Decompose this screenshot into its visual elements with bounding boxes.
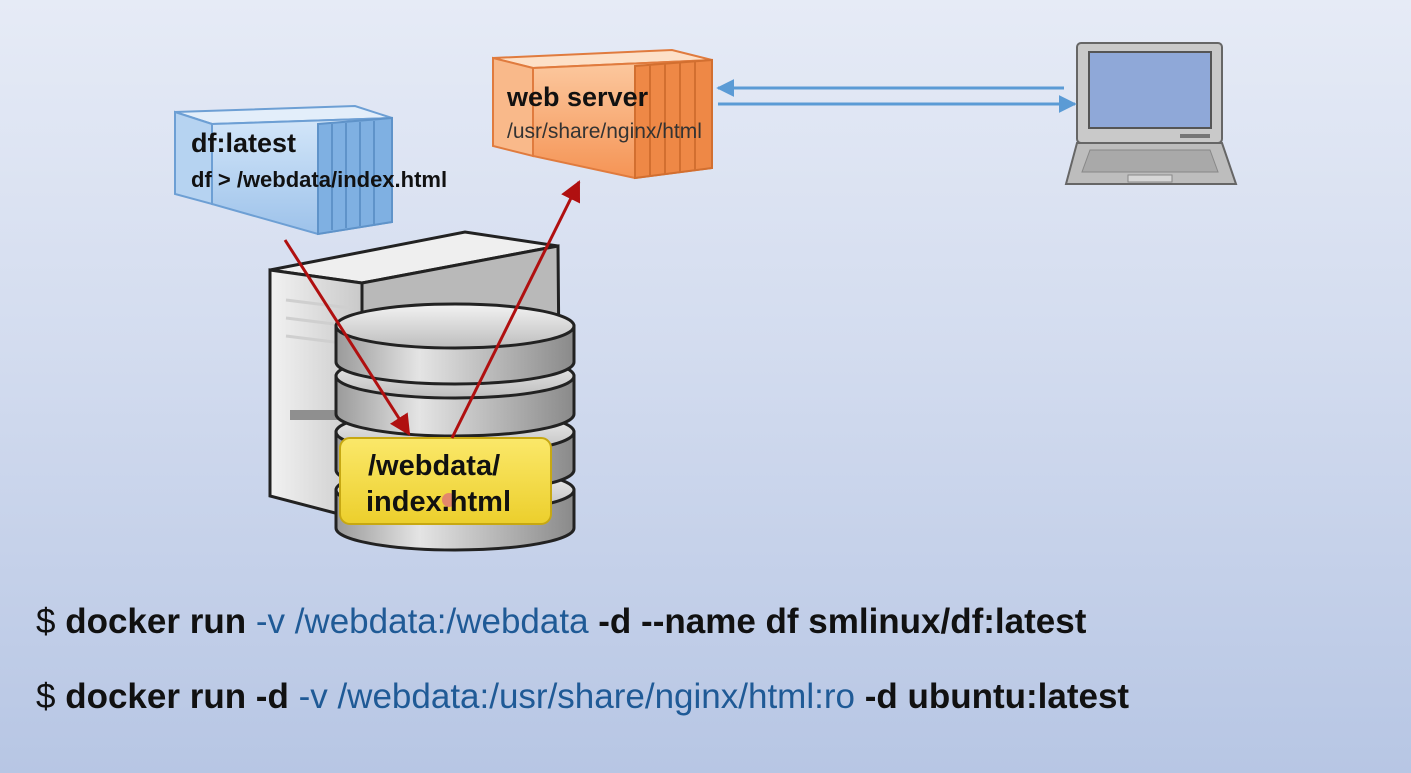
docker-command-2: $ docker run -d -v /webdata:/usr/share/n… <box>36 677 1129 717</box>
command-part: docker run -d <box>65 677 289 716</box>
web-server-title: web server <box>507 82 649 112</box>
command-part: docker run <box>65 602 247 641</box>
command-prompt: $ <box>36 602 56 641</box>
laptop-icon <box>1064 42 1238 185</box>
volume-path: /webdata/ <box>368 450 501 482</box>
command-volume-flag: -v /webdata:/usr/share/nginx/html:ro <box>298 677 855 716</box>
docker-command-1: $ docker run -v /webdata:/webdata -d --n… <box>36 602 1086 642</box>
volume-file: index.html <box>366 486 512 518</box>
df-container-icon <box>174 104 393 236</box>
volume-label-box <box>339 437 552 525</box>
web-server-container-icon <box>492 48 713 180</box>
command-part: -d ubuntu:latest <box>864 677 1130 716</box>
pointer-dot <box>442 493 456 507</box>
command-volume-flag: -v /webdata:/webdata <box>255 602 589 641</box>
command-prompt: $ <box>36 677 56 716</box>
df-container-command: df > /webdata/index.html <box>191 167 448 192</box>
web-server-path: /usr/share/nginx/html <box>507 120 702 143</box>
command-part: -d --name df smlinux/df:latest <box>598 602 1087 641</box>
read-arrow <box>450 180 581 439</box>
df-container-title: df:latest <box>191 128 297 158</box>
write-arrow <box>283 239 411 436</box>
